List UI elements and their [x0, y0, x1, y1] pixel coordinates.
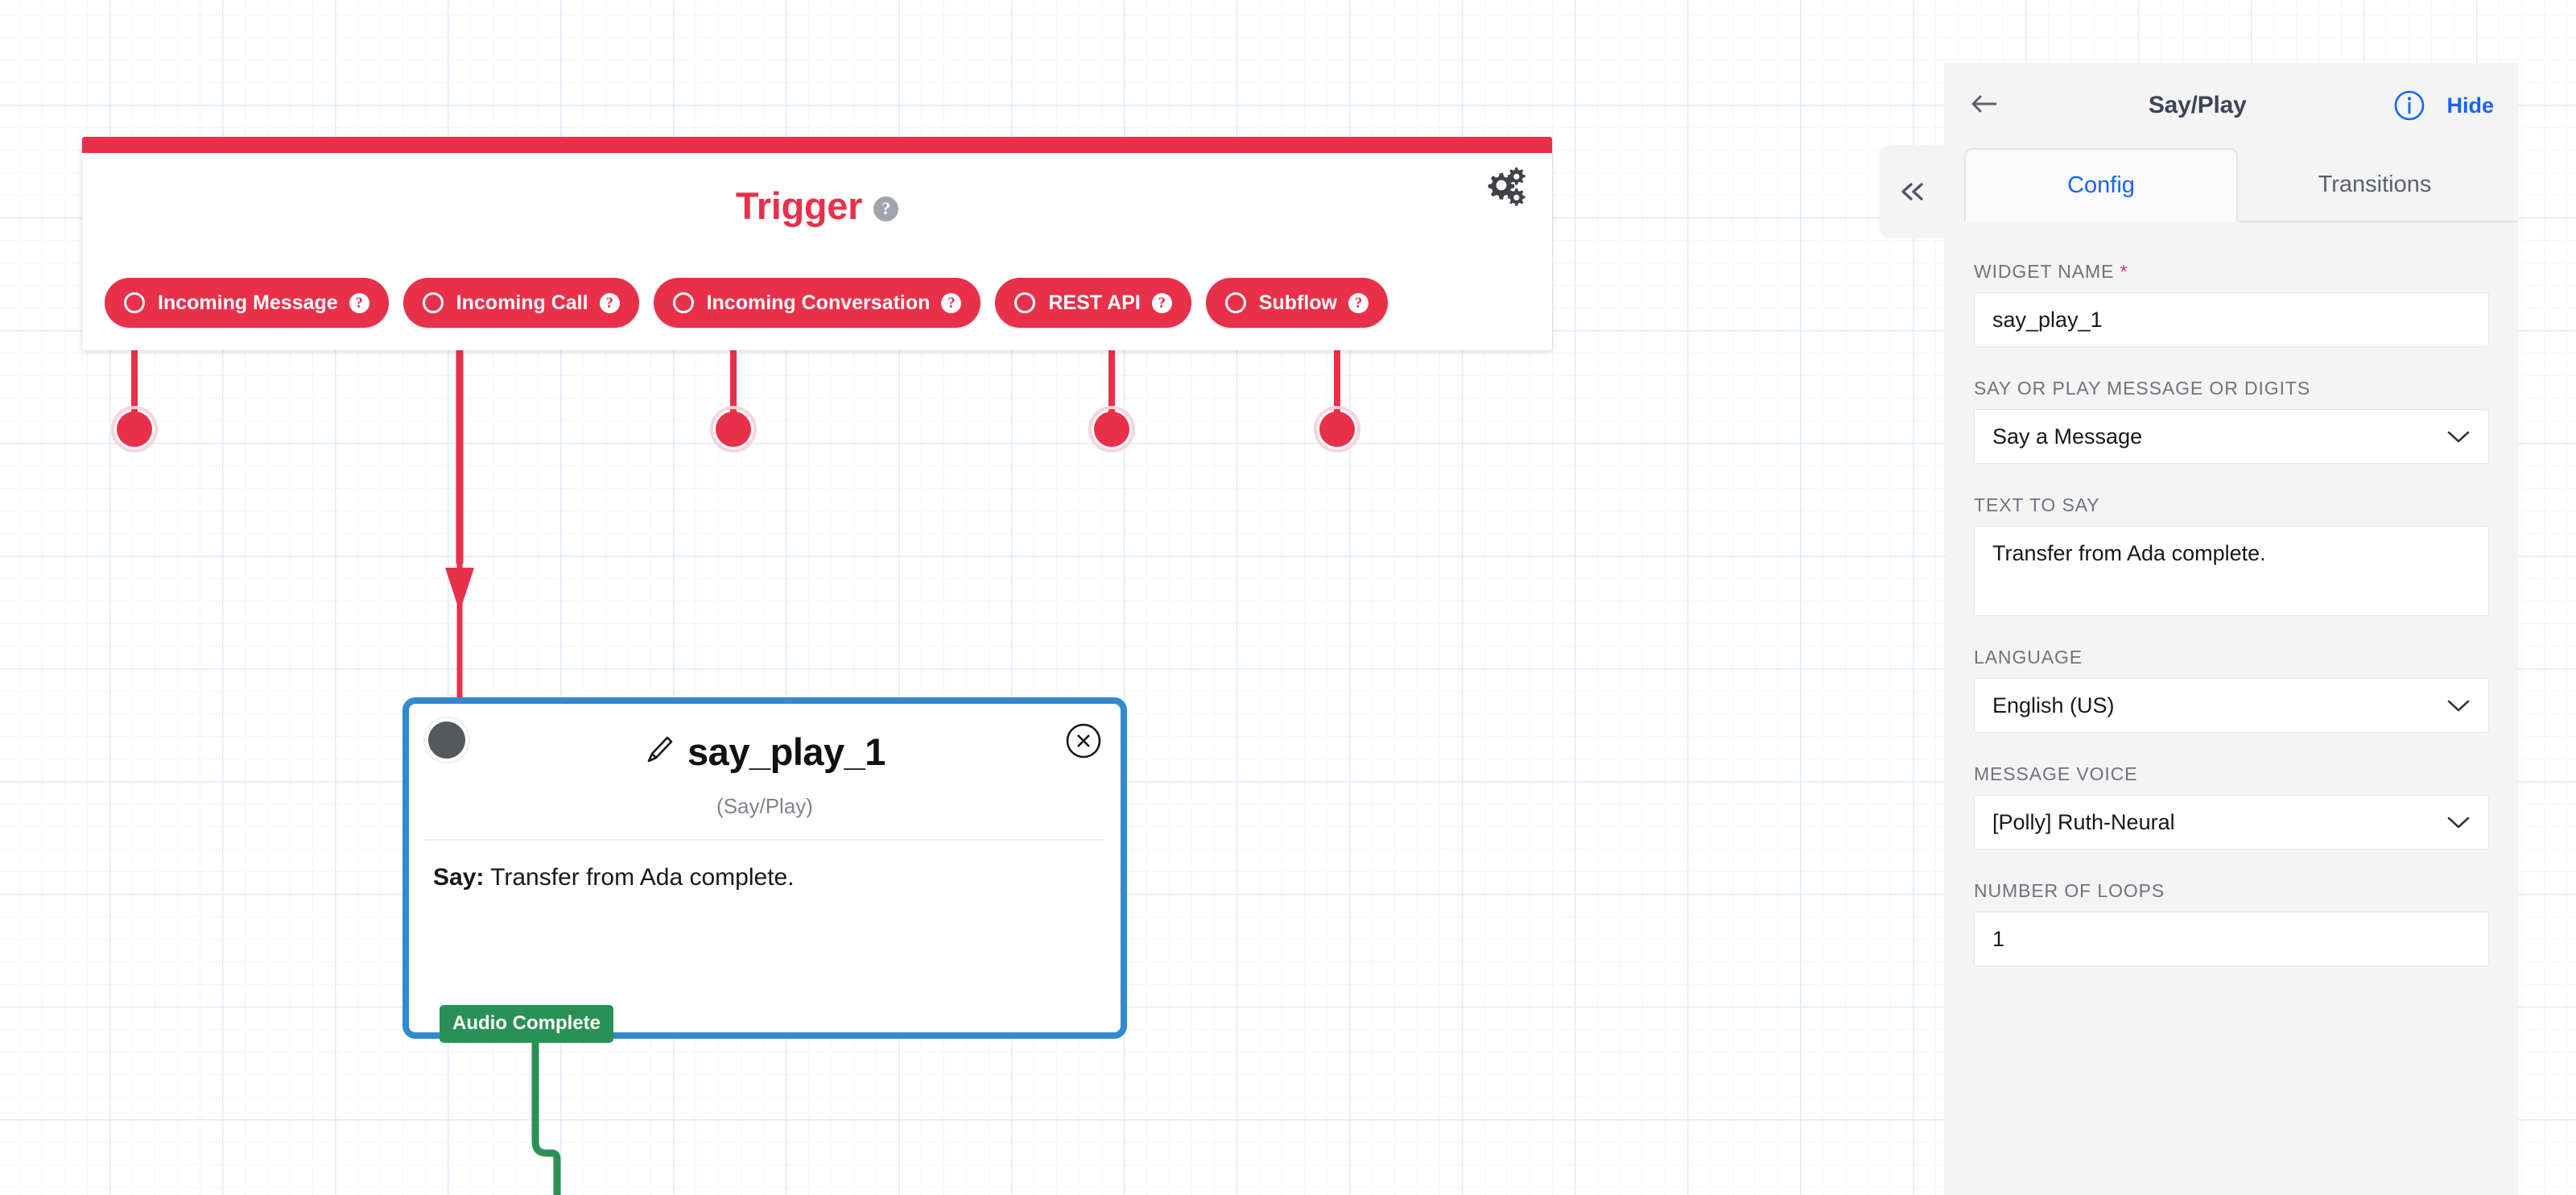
info-circle-icon[interactable]: [2393, 89, 2425, 122]
node-summary-text: Transfer from Ada complete.: [490, 864, 795, 891]
chevron-down-icon: [2447, 817, 2470, 829]
select-language[interactable]: English (US): [1974, 678, 2489, 733]
trigger-pill-incoming-call[interactable]: Incoming Call ?: [402, 278, 639, 328]
trigger-pill-row: Incoming Message ? Incoming Call ? Incom…: [82, 278, 1552, 328]
trigger-pill-label: REST API: [1048, 291, 1141, 314]
connector-handle-icon[interactable]: [422, 292, 444, 313]
label-widget-name: WIDGET NAME *: [1974, 261, 2489, 283]
trigger-title: Trigger?: [735, 184, 899, 228]
help-icon[interactable]: ?: [1151, 292, 1172, 313]
trigger-help-icon[interactable]: ?: [873, 196, 899, 221]
trigger-pill-incoming-message[interactable]: Incoming Message ?: [105, 278, 389, 328]
node-input-handle-icon[interactable]: [428, 722, 465, 759]
label-number-of-loops: NUMBER OF LOOPS: [1974, 880, 2165, 901]
panel-tab-bar: Config Transitions: [1964, 148, 2518, 222]
trigger-pill-label: Incoming Conversation: [706, 291, 931, 314]
node-title-row: say_play_1: [409, 730, 1121, 774]
label-language: LANGUAGE: [1974, 647, 2083, 668]
phone-handset-icon: [644, 730, 676, 774]
trigger-pill-subflow[interactable]: Subflow ?: [1205, 278, 1388, 328]
help-icon[interactable]: ?: [1348, 292, 1368, 313]
node-title-text: say_play_1: [687, 730, 886, 773]
tab-transitions[interactable]: Transitions: [2318, 171, 2432, 197]
trigger-pill-label: Incoming Call: [456, 291, 588, 314]
trigger-accent-bar: [82, 137, 1552, 153]
chevron-down-icon: [2447, 700, 2470, 712]
select-say-or-play[interactable]: Say a Message: [1974, 409, 2489, 464]
chevron-double-left-icon: [1901, 183, 1923, 201]
label-text: WIDGET NAME: [1974, 261, 2115, 282]
hide-panel-button[interactable]: Hide: [2446, 93, 2494, 118]
config-form: WIDGET NAME * say_play_1 SAY OR PLAY MES…: [1945, 222, 2518, 1195]
help-icon[interactable]: ?: [349, 292, 369, 313]
connector-handle-icon[interactable]: [672, 292, 694, 313]
widget-config-panel[interactable]: Say/Play Hide Config Transitions WIDGET …: [1880, 63, 2518, 1195]
trigger-title-text: Trigger: [735, 184, 863, 227]
node-divider: [425, 839, 1104, 841]
trigger-pill-label: Subflow: [1258, 291, 1337, 314]
close-icon[interactable]: [1064, 722, 1103, 760]
trigger-widget[interactable]: Trigger? Incoming Message ? Incoming Cal…: [82, 137, 1552, 350]
back-arrow-icon[interactable]: [1969, 90, 2006, 121]
select-message-voice[interactable]: [Polly] Ruth-Neural: [1974, 795, 2489, 850]
label-say-or-play: SAY OR PLAY MESSAGE OR DIGITS: [1974, 378, 2311, 399]
panel-header: Say/Play Hide: [1945, 63, 2518, 148]
tab-config[interactable]: Config: [1964, 148, 2238, 222]
trigger-pill-rest-api[interactable]: REST API ?: [995, 278, 1191, 328]
label-text-to-say: TEXT TO SAY: [1974, 494, 2100, 515]
help-icon[interactable]: ?: [599, 292, 620, 313]
connector-handle-icon[interactable]: [124, 292, 145, 313]
label-message-voice: MESSAGE VOICE: [1974, 763, 2138, 784]
required-asterisk: *: [2120, 261, 2128, 282]
panel-collapse-button[interactable]: [1880, 145, 1946, 238]
select-value: Say a Message: [1992, 424, 2143, 449]
node-type-label: (Say/Play): [716, 794, 813, 818]
chevron-down-icon: [2447, 431, 2470, 443]
transition-tag-audio-complete[interactable]: Audio Complete: [440, 1005, 613, 1043]
connector-handle-icon[interactable]: [1014, 292, 1036, 313]
help-icon[interactable]: ?: [941, 292, 962, 313]
textarea-text-to-say[interactable]: Transfer from Ada complete.: [1974, 526, 2489, 616]
input-number-of-loops[interactable]: 1: [1974, 912, 2489, 966]
trigger-header: Trigger?: [82, 153, 1552, 258]
gears-icon[interactable]: [1481, 163, 1528, 209]
trigger-pill-label: Incoming Message: [158, 291, 338, 314]
node-summary-label: Say:: [433, 864, 485, 891]
select-value: English (US): [1992, 693, 2115, 717]
select-value: [Polly] Ruth-Neural: [1992, 809, 2175, 834]
panel-title: Say/Play: [2148, 92, 2247, 118]
widget-node-say-play[interactable]: say_play_1 (Say/Play) Say: Transfer from…: [402, 697, 1127, 1039]
connector-handle-icon[interactable]: [1224, 292, 1246, 313]
trigger-pill-incoming-conversation[interactable]: Incoming Conversation ?: [653, 278, 981, 328]
input-widget-name[interactable]: say_play_1: [1974, 292, 2489, 347]
node-summary: Say: Transfer from Ada complete.: [433, 862, 1096, 895]
